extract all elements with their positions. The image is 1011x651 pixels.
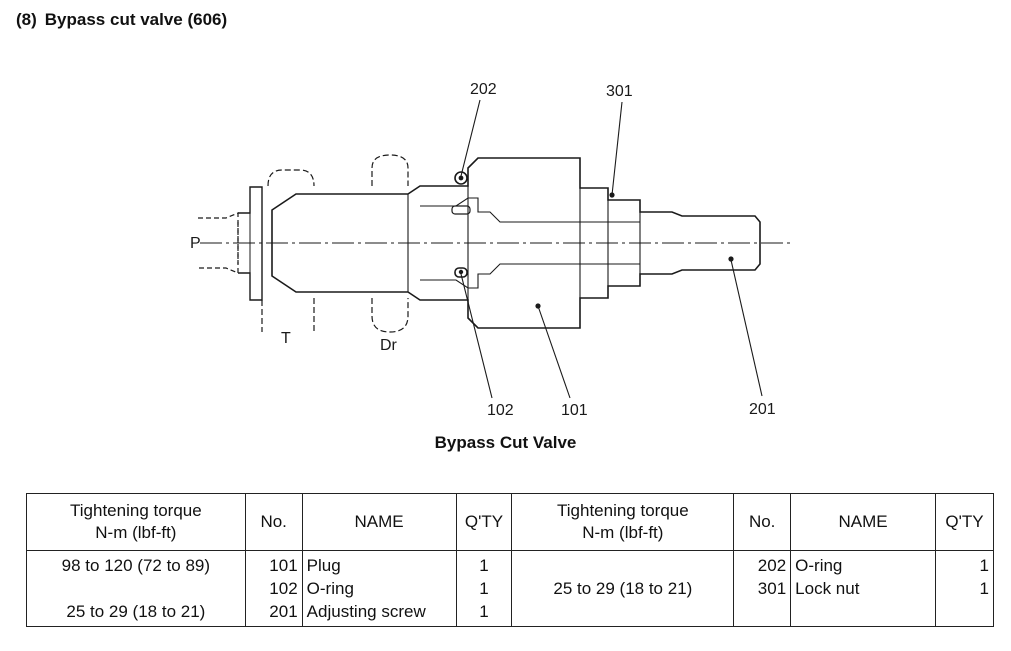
- cell-name-2: O-ring: [790, 550, 936, 577]
- cell-qty: 1: [455, 600, 513, 627]
- cell-no: 101: [244, 550, 303, 577]
- callout-102: 102: [487, 402, 514, 419]
- port-label-dr: Dr: [380, 337, 398, 354]
- port-p-fitting: [198, 212, 239, 274]
- header-qty: Q'TY: [455, 493, 513, 551]
- header-no: No.: [244, 493, 303, 551]
- table-row: 102 O-ring 1 25 to 29 (18 to 21) 301 Loc…: [26, 577, 995, 600]
- header-name-2: NAME: [790, 493, 936, 551]
- locknut-phantom: [490, 157, 578, 329]
- cell-no: 201: [244, 600, 303, 627]
- o-ring-102: [454, 267, 468, 278]
- cell-torque-2: [511, 600, 735, 627]
- header-name: NAME: [301, 493, 457, 551]
- callout-101: 101: [561, 402, 588, 419]
- table-row: 25 to 29 (18 to 21) 201 Adjusting screw …: [26, 600, 995, 627]
- o-ring-202: [454, 171, 468, 185]
- section-heading: (8) Bypass cut valve (606): [16, 10, 227, 30]
- cell-torque-2: 25 to 29 (18 to 21): [511, 577, 735, 600]
- cell-qty: 1: [455, 550, 513, 577]
- cell-name-2: Lock nut: [790, 577, 936, 600]
- section-title: Bypass cut valve (606): [44, 10, 228, 29]
- cell-name: Adjusting screw: [301, 600, 457, 627]
- header-no-2: No.: [733, 493, 792, 551]
- callout-301: 301: [606, 83, 633, 100]
- port-dr-outline: [371, 154, 409, 333]
- cell-no-2: 301: [733, 577, 792, 600]
- callout-201: 201: [749, 401, 776, 418]
- table-row: 98 to 120 (72 to 89) 101 Plug 1 202 O-ri…: [26, 550, 995, 577]
- diagram-caption: Bypass Cut Valve: [434, 433, 577, 452]
- port-label-p: P: [190, 235, 201, 252]
- cell-qty-2: 1: [934, 577, 995, 600]
- cell-no-2: [733, 600, 792, 627]
- inlet-housing: [238, 186, 263, 301]
- cell-no: 102: [244, 577, 303, 600]
- plug-101-body: [271, 157, 761, 329]
- leader-dot-201: [728, 256, 734, 262]
- leader-dot-101: [535, 303, 541, 309]
- o-ring-102-inner: [458, 269, 464, 275]
- o-ring-slot-top: [451, 205, 471, 215]
- leader-lines: [460, 99, 763, 399]
- port-t-outline: [261, 169, 315, 332]
- leader-dot-301: [609, 192, 615, 198]
- callout-202: 202: [470, 81, 497, 98]
- cell-name: O-ring: [301, 577, 457, 600]
- port-label-t: T: [281, 330, 291, 347]
- header-qty-2: Q'TY: [934, 493, 995, 551]
- cell-name: Plug: [301, 550, 457, 577]
- cell-qty-2: 1: [934, 550, 995, 577]
- cell-torque: 98 to 120 (72 to 89): [26, 550, 246, 577]
- cell-no-2: 202: [733, 550, 792, 577]
- section-number: (8): [16, 10, 37, 29]
- cell-qty: 1: [455, 577, 513, 600]
- cell-torque: [26, 577, 246, 600]
- o-ring-202-inner: [458, 175, 464, 181]
- cell-name-2: [790, 600, 936, 627]
- cell-torque: 25 to 29 (18 to 21): [26, 600, 246, 627]
- cell-qty-2: [934, 600, 995, 627]
- bypass-cut-valve-drawing: 202 301 102 101 201 P T Dr: [190, 81, 790, 419]
- cell-torque-2: [511, 550, 735, 577]
